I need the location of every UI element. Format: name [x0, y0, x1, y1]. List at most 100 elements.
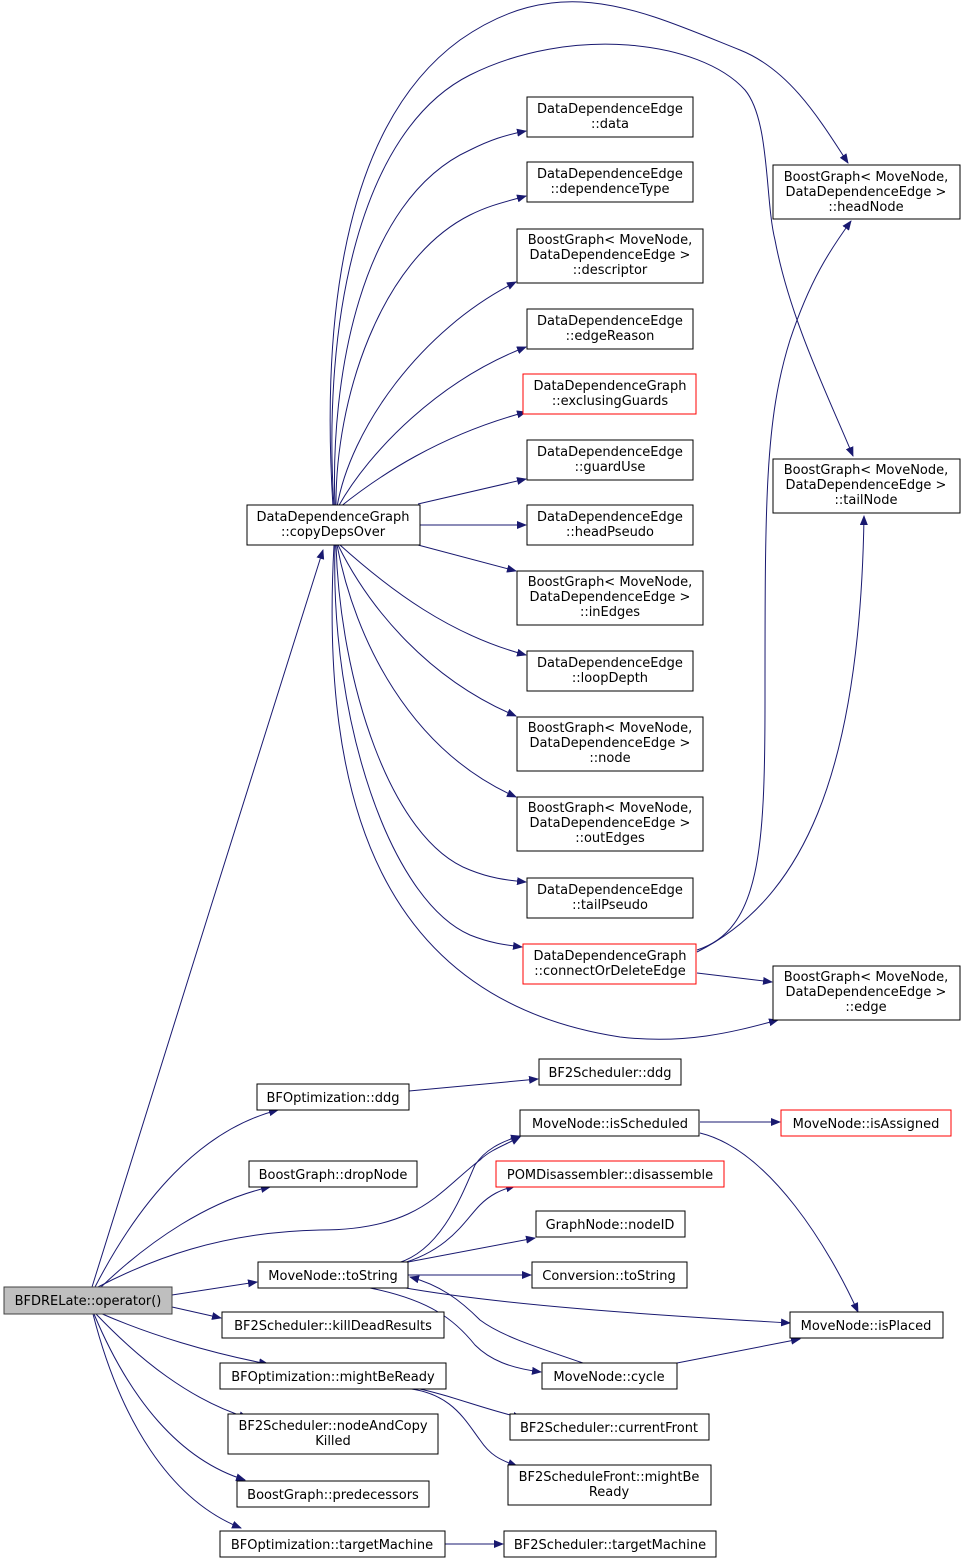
node-dde-headpseudo[interactable]: DataDependenceEdge ::headPseudo	[526, 504, 694, 546]
node-mn-tostring[interactable]: MoveNode::toString	[257, 1261, 409, 1289]
node-ddg-exclusingguards[interactable]: DataDependenceGraph ::exclusingGuards	[522, 373, 697, 415]
node-bf2-ddg[interactable]: BF2Scheduler::ddg	[538, 1058, 682, 1086]
node-bg-edge[interactable]: BoostGraph< MoveNode, DataDependenceEdge…	[772, 965, 961, 1021]
node-label-line2: ::tailPseudo	[572, 898, 648, 913]
node-label-line2: ::loopDepth	[572, 671, 648, 686]
node-bf2-killdeadresults[interactable]: BF2Scheduler::killDeadResults	[221, 1311, 445, 1339]
node-gn-nodeid[interactable]: GraphNode::nodeID	[535, 1210, 686, 1238]
node-label-line3: ::tailNode	[835, 493, 898, 508]
node-label-line1: DataDependenceGraph	[256, 510, 409, 525]
node-label: BoostGraph::predecessors	[247, 1488, 419, 1503]
node-label: MoveNode::isPlaced	[801, 1319, 932, 1334]
node-label-line2: ::headPseudo	[566, 525, 654, 540]
edge-tostring-to-isplaced	[399, 1286, 791, 1327]
node-label-line1: BoostGraph< MoveNode,	[528, 801, 693, 816]
edge-root-to-bfopt-ddg	[94, 1108, 279, 1288]
edge-cycle-to-tostring	[409, 1275, 584, 1364]
edge-root-to-predecessors	[93, 1313, 246, 1482]
edge-copydepsover-to-outedges	[336, 544, 517, 798]
node-pom-disassemble[interactable]: POMDisassembler::disassemble	[495, 1160, 725, 1188]
node-label: MoveNode::toString	[268, 1269, 397, 1284]
node-label-line3: ::inEdges	[580, 605, 640, 620]
node-label-line2: DataDependenceEdge >	[530, 248, 691, 263]
node-dde-tailpseudo[interactable]: DataDependenceEdge ::tailPseudo	[526, 877, 694, 919]
node-label: BFOptimization::targetMachine	[231, 1538, 433, 1553]
edge-tostring-to-nodeid	[407, 1235, 536, 1263]
node-label-line2: DataDependenceEdge >	[786, 478, 947, 493]
node-label-line2: ::guardUse	[575, 460, 646, 475]
node-bg-node[interactable]: BoostGraph< MoveNode, DataDependenceEdge…	[516, 716, 704, 772]
edge-tostring-to-disassemble	[399, 1184, 516, 1265]
node-label: GraphNode::nodeID	[546, 1218, 675, 1233]
node-label-line1: DataDependenceEdge	[537, 656, 683, 671]
node-mn-cycle[interactable]: MoveNode::cycle	[541, 1362, 678, 1390]
node-label-line2: DataDependenceEdge >	[786, 985, 947, 1000]
edge-copydepsover-to-inedges	[417, 544, 517, 573]
node-bfopt-targetmachine[interactable]: BFOptimization::targetMachine	[219, 1530, 446, 1558]
node-label-line2: ::dependenceType	[551, 182, 670, 197]
node-bf2-currentfront[interactable]: BF2Scheduler::currentFront	[509, 1413, 710, 1441]
edge-copydepsover-to-connectordeleteedge	[334, 544, 523, 950]
node-label-line2: ::data	[591, 117, 629, 132]
node-label-line2: ::edgeReason	[566, 329, 655, 344]
edge-root-to-bfopt-mightbeready	[99, 1312, 269, 1367]
node-label: BoostGraph::dropNode	[259, 1168, 408, 1183]
node-label-line2: DataDependenceEdge >	[786, 185, 947, 200]
node-bf2front-mightbeready[interactable]: BF2ScheduleFront::mightBe Ready	[507, 1464, 712, 1506]
node-root-operator: BFDRELate::operator()	[3, 1286, 173, 1315]
node-label-line1: BoostGraph< MoveNode,	[784, 170, 949, 185]
node-label: MoveNode::isAssigned	[793, 1117, 940, 1132]
node-dde-dependencetype[interactable]: DataDependenceEdge ::dependenceType	[526, 161, 694, 203]
edge-root-to-tostring	[171, 1279, 258, 1296]
node-label-line1: BoostGraph< MoveNode,	[784, 970, 949, 985]
node-label-line1: DataDependenceEdge	[537, 102, 683, 117]
edge-root-to-bfopt-targetmachine	[92, 1313, 242, 1529]
node-label-line2: DataDependenceEdge >	[530, 736, 691, 751]
node-label-line1: DataDependenceEdge	[537, 167, 683, 182]
edge-cycle-to-isplaced	[676, 1336, 801, 1364]
node-bfopt-ddg[interactable]: BFOptimization::ddg	[256, 1083, 410, 1111]
node-label-line2: ::connectOrDeleteEdge	[534, 964, 686, 979]
node-label-line3: ::descriptor	[573, 263, 648, 278]
node-label-line2: ::copyDepsOver	[281, 525, 386, 540]
node-bg-descriptor[interactable]: BoostGraph< MoveNode, DataDependenceEdge…	[516, 228, 704, 284]
node-dde-edgereason[interactable]: DataDependenceEdge ::edgeReason	[526, 308, 694, 350]
node-label: BF2Scheduler::killDeadResults	[234, 1319, 432, 1334]
node-bfopt-mightbeready[interactable]: BFOptimization::mightBeReady	[219, 1362, 447, 1390]
node-conv-tostring[interactable]: Conversion::toString	[531, 1261, 688, 1289]
node-bf2-targetmachine[interactable]: BF2Scheduler::targetMachine	[503, 1530, 717, 1558]
node-ddg-connectordeleteedge[interactable]: DataDependenceGraph ::connectOrDeleteEdg…	[522, 943, 697, 985]
node-bg-dropnode[interactable]: BoostGraph::dropNode	[248, 1160, 418, 1188]
node-label-line1: BoostGraph< MoveNode,	[528, 575, 693, 590]
node-label-line1: DataDependenceEdge	[537, 445, 683, 460]
node-bg-headnode[interactable]: BoostGraph< MoveNode, DataDependenceEdge…	[772, 164, 961, 220]
edge-tostring-to-isscheduled	[397, 1134, 521, 1264]
node-bg-tailnode[interactable]: BoostGraph< MoveNode, DataDependenceEdge…	[772, 458, 961, 514]
node-label: BF2Scheduler::currentFront	[520, 1421, 698, 1436]
edge-bfopt-ddg-to-bf2-ddg	[408, 1075, 539, 1092]
node-mn-isassigned[interactable]: MoveNode::isAssigned	[780, 1109, 952, 1137]
node-mn-isplaced[interactable]: MoveNode::isPlaced	[789, 1311, 944, 1339]
node-dde-guarduse[interactable]: DataDependenceEdge ::guardUse	[526, 439, 694, 481]
node-bf2-nodeandcopykilled[interactable]: BF2Scheduler::nodeAndCopy Killed	[227, 1413, 439, 1455]
node-bg-outedges[interactable]: BoostGraph< MoveNode, DataDependenceEdge…	[516, 796, 704, 852]
node-dde-data[interactable]: DataDependenceEdge ::data	[526, 96, 694, 138]
node-label-line2: DataDependenceEdge >	[530, 816, 691, 831]
node-label-line1: DataDependenceGraph	[533, 379, 686, 394]
node-label: POMDisassembler::disassemble	[507, 1168, 713, 1183]
node-label: BFDRELate::operator()	[15, 1294, 162, 1309]
node-bg-inedges[interactable]: BoostGraph< MoveNode, DataDependenceEdge…	[516, 570, 704, 626]
node-label-line3: ::outEdges	[575, 831, 645, 846]
node-dde-loopdepth[interactable]: DataDependenceEdge ::loopDepth	[526, 650, 694, 692]
node-bg-predecessors[interactable]: BoostGraph::predecessors	[236, 1480, 430, 1508]
edge-bfopt-mightbeready-to-currentfront	[414, 1387, 523, 1420]
edge-copydepsover-to-edgereason	[337, 346, 527, 508]
edge-tostring-to-cycle	[369, 1287, 542, 1375]
edge-copydepsover-to-data	[334, 128, 527, 508]
node-label-line1: DataDependenceEdge	[537, 314, 683, 329]
node-copydepsover[interactable]: DataDependenceGraph ::copyDepsOver	[246, 504, 421, 546]
node-mn-isscheduled[interactable]: MoveNode::isScheduled	[519, 1109, 700, 1137]
node-label: MoveNode::isScheduled	[532, 1117, 688, 1132]
